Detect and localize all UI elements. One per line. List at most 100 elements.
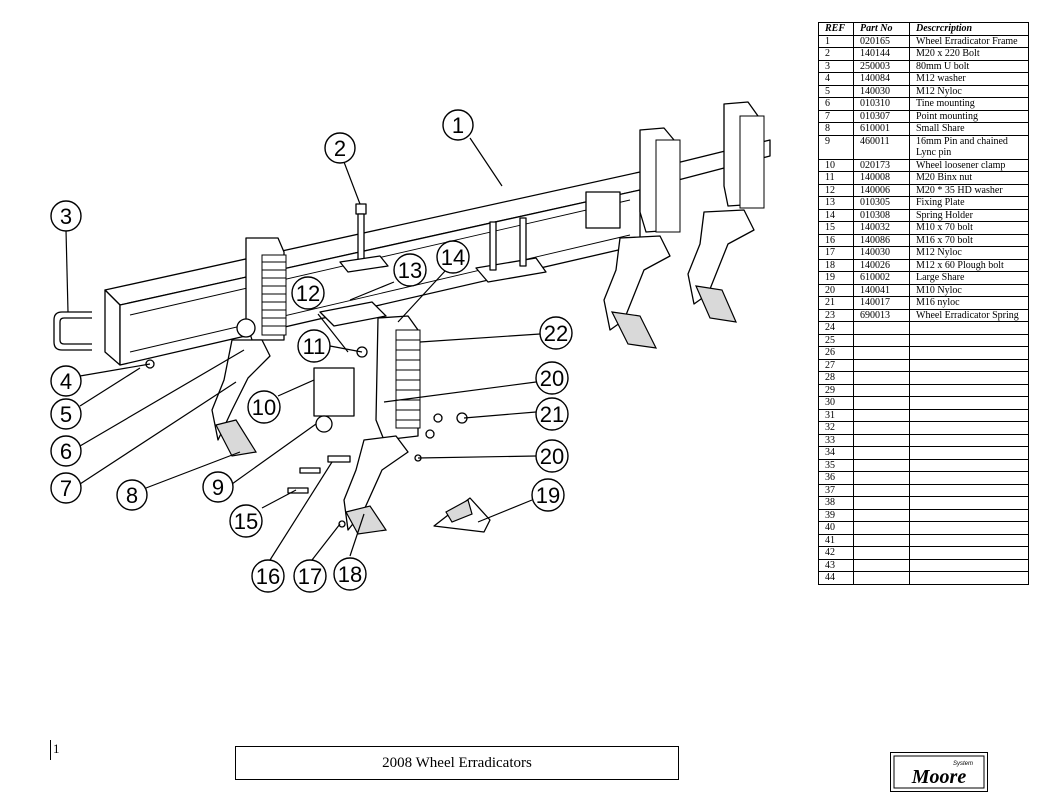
description-cell: M20 Binx nut	[909, 171, 1029, 185]
moore-system-logo: System Moore	[890, 752, 988, 792]
svg-text:20: 20	[540, 444, 564, 469]
ref-cell: 43	[818, 558, 854, 572]
ref-cell: 27	[818, 358, 854, 372]
description-cell: Wheel Erradicator Spring	[909, 308, 1029, 322]
description-cell	[909, 483, 1029, 497]
svg-text:8: 8	[126, 483, 138, 508]
callout-20-upper: 20	[535, 361, 569, 395]
description-cell	[909, 383, 1029, 397]
logo-subtext: System	[953, 761, 973, 767]
description-cell: Large Share	[909, 271, 1029, 285]
callout-6: 6	[50, 435, 82, 467]
table-row: 37	[818, 483, 1029, 497]
svg-text:1: 1	[452, 113, 464, 138]
callout-7: 7	[50, 472, 82, 504]
svg-text:12: 12	[296, 281, 320, 306]
ref-cell: 38	[818, 496, 854, 510]
part-no-cell: 010308	[853, 208, 910, 222]
svg-text:17: 17	[298, 564, 322, 589]
part-no-cell	[853, 496, 910, 510]
description-cell	[909, 496, 1029, 510]
table-row: 30	[818, 396, 1029, 410]
ref-cell: 17	[818, 246, 854, 260]
table-row: 39	[818, 508, 1029, 522]
table-row: 43	[818, 558, 1029, 572]
description-cell: M16 nyloc	[909, 296, 1029, 310]
u-bolt	[53, 311, 92, 351]
long-bolt	[355, 203, 367, 265]
table-row: 33	[818, 433, 1029, 447]
part-no-cell: 690013	[853, 308, 910, 322]
header-ref: REF	[818, 22, 854, 36]
description-cell: M20 * 35 HD washer	[909, 183, 1029, 197]
description-cell	[909, 571, 1029, 585]
table-row: 25	[818, 333, 1029, 347]
table-row: 35	[818, 458, 1029, 472]
table-header-row: REF Part No Descrcription	[818, 22, 1029, 36]
part-no-cell: 140086	[853, 233, 910, 247]
description-cell: M12 washer	[909, 72, 1029, 86]
description-cell: M10 Nyloc	[909, 283, 1029, 297]
ref-cell: 26	[818, 346, 854, 360]
part-no-cell	[853, 396, 910, 410]
large-share	[433, 497, 491, 533]
centre-tine-assembly	[313, 315, 421, 535]
table-row: 31	[818, 408, 1029, 422]
svg-text:16: 16	[256, 564, 280, 589]
callout-15: 15	[229, 504, 263, 538]
header-description: Descrcription	[909, 22, 1029, 36]
callout-20-lower: 20	[535, 439, 569, 473]
ref-cell: 16	[818, 233, 854, 247]
description-cell: Point mounting	[909, 109, 1029, 123]
table-row: 28	[818, 371, 1029, 385]
part-no-cell	[853, 533, 910, 547]
table-row: 29	[818, 383, 1029, 397]
description-cell	[909, 446, 1029, 460]
svg-text:9: 9	[212, 475, 224, 500]
ref-cell: 10	[818, 158, 854, 172]
part-no-cell	[853, 383, 910, 397]
callout-3: 3	[50, 200, 82, 232]
ref-cell: 31	[818, 408, 854, 422]
description-cell: M12 Nyloc	[909, 246, 1029, 260]
part-no-cell	[853, 546, 910, 560]
ref-cell: 25	[818, 333, 854, 347]
table-row: 26	[818, 346, 1029, 360]
callouts: 1 2 3 4 5 6 7 8 9 10 11 12 13 14 15 16 1…	[50, 109, 573, 593]
svg-text:18: 18	[338, 562, 362, 587]
description-cell	[909, 433, 1029, 447]
description-cell	[909, 358, 1029, 372]
callout-12: 12	[291, 276, 325, 310]
callout-18: 18	[333, 557, 367, 591]
part-no-cell	[853, 483, 910, 497]
svg-text:14: 14	[441, 245, 465, 270]
part-no-cell: 140041	[853, 283, 910, 297]
callout-4: 4	[50, 365, 82, 397]
part-no-cell	[853, 508, 910, 522]
part-no-cell	[853, 333, 910, 347]
description-cell	[909, 508, 1029, 522]
svg-text:19: 19	[536, 483, 560, 508]
ref-cell: 35	[818, 458, 854, 472]
table-row: 24	[818, 321, 1029, 335]
callout-9: 9	[202, 471, 234, 503]
ref-cell: 37	[818, 483, 854, 497]
ref-cell: 12	[818, 183, 854, 197]
svg-text:20: 20	[540, 366, 564, 391]
description-cell	[909, 533, 1029, 547]
ref-cell: 3	[818, 59, 854, 73]
ref-cell: 32	[818, 421, 854, 435]
ref-cell: 14	[818, 208, 854, 222]
callout-16: 16	[251, 559, 285, 593]
ref-cell: 23	[818, 308, 854, 322]
